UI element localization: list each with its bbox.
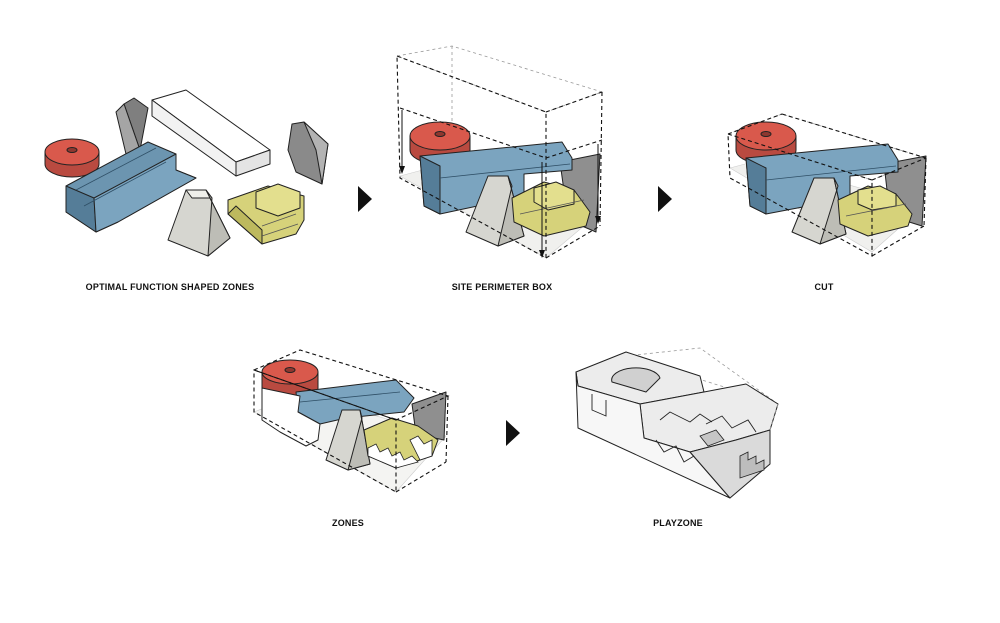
step-label-cut: CUT — [814, 282, 834, 292]
step-3-cut-illustration — [726, 113, 928, 257]
step-5-playzone-illustration — [575, 347, 779, 499]
step-4-zones-illustration — [252, 349, 450, 493]
dark-prism-zone — [287, 121, 329, 185]
arrow-icon — [506, 420, 520, 446]
step-label-site-perimeter-box: SITE PERIMETER BOX — [451, 282, 553, 292]
step-label-optimal-zones: OPTIMAL FUNCTION SHAPED ZONES — [85, 282, 255, 292]
yellow-stepped-zone — [227, 183, 305, 245]
white-box-zone — [151, 89, 271, 177]
grey-slab-zone — [115, 97, 149, 155]
step-1-zones-illustration — [44, 89, 329, 257]
step-label-playzone: PLAYZONE — [653, 518, 703, 528]
red-cylinder-zone — [44, 138, 100, 178]
light-pyramid-zone — [167, 189, 231, 257]
step-2-site-perimeter-illustration — [395, 45, 604, 259]
arrow-icon — [658, 186, 672, 212]
step-label-zones: ZONES — [331, 518, 365, 528]
arrow-icon — [358, 186, 372, 212]
blue-bar-zone — [65, 141, 197, 233]
